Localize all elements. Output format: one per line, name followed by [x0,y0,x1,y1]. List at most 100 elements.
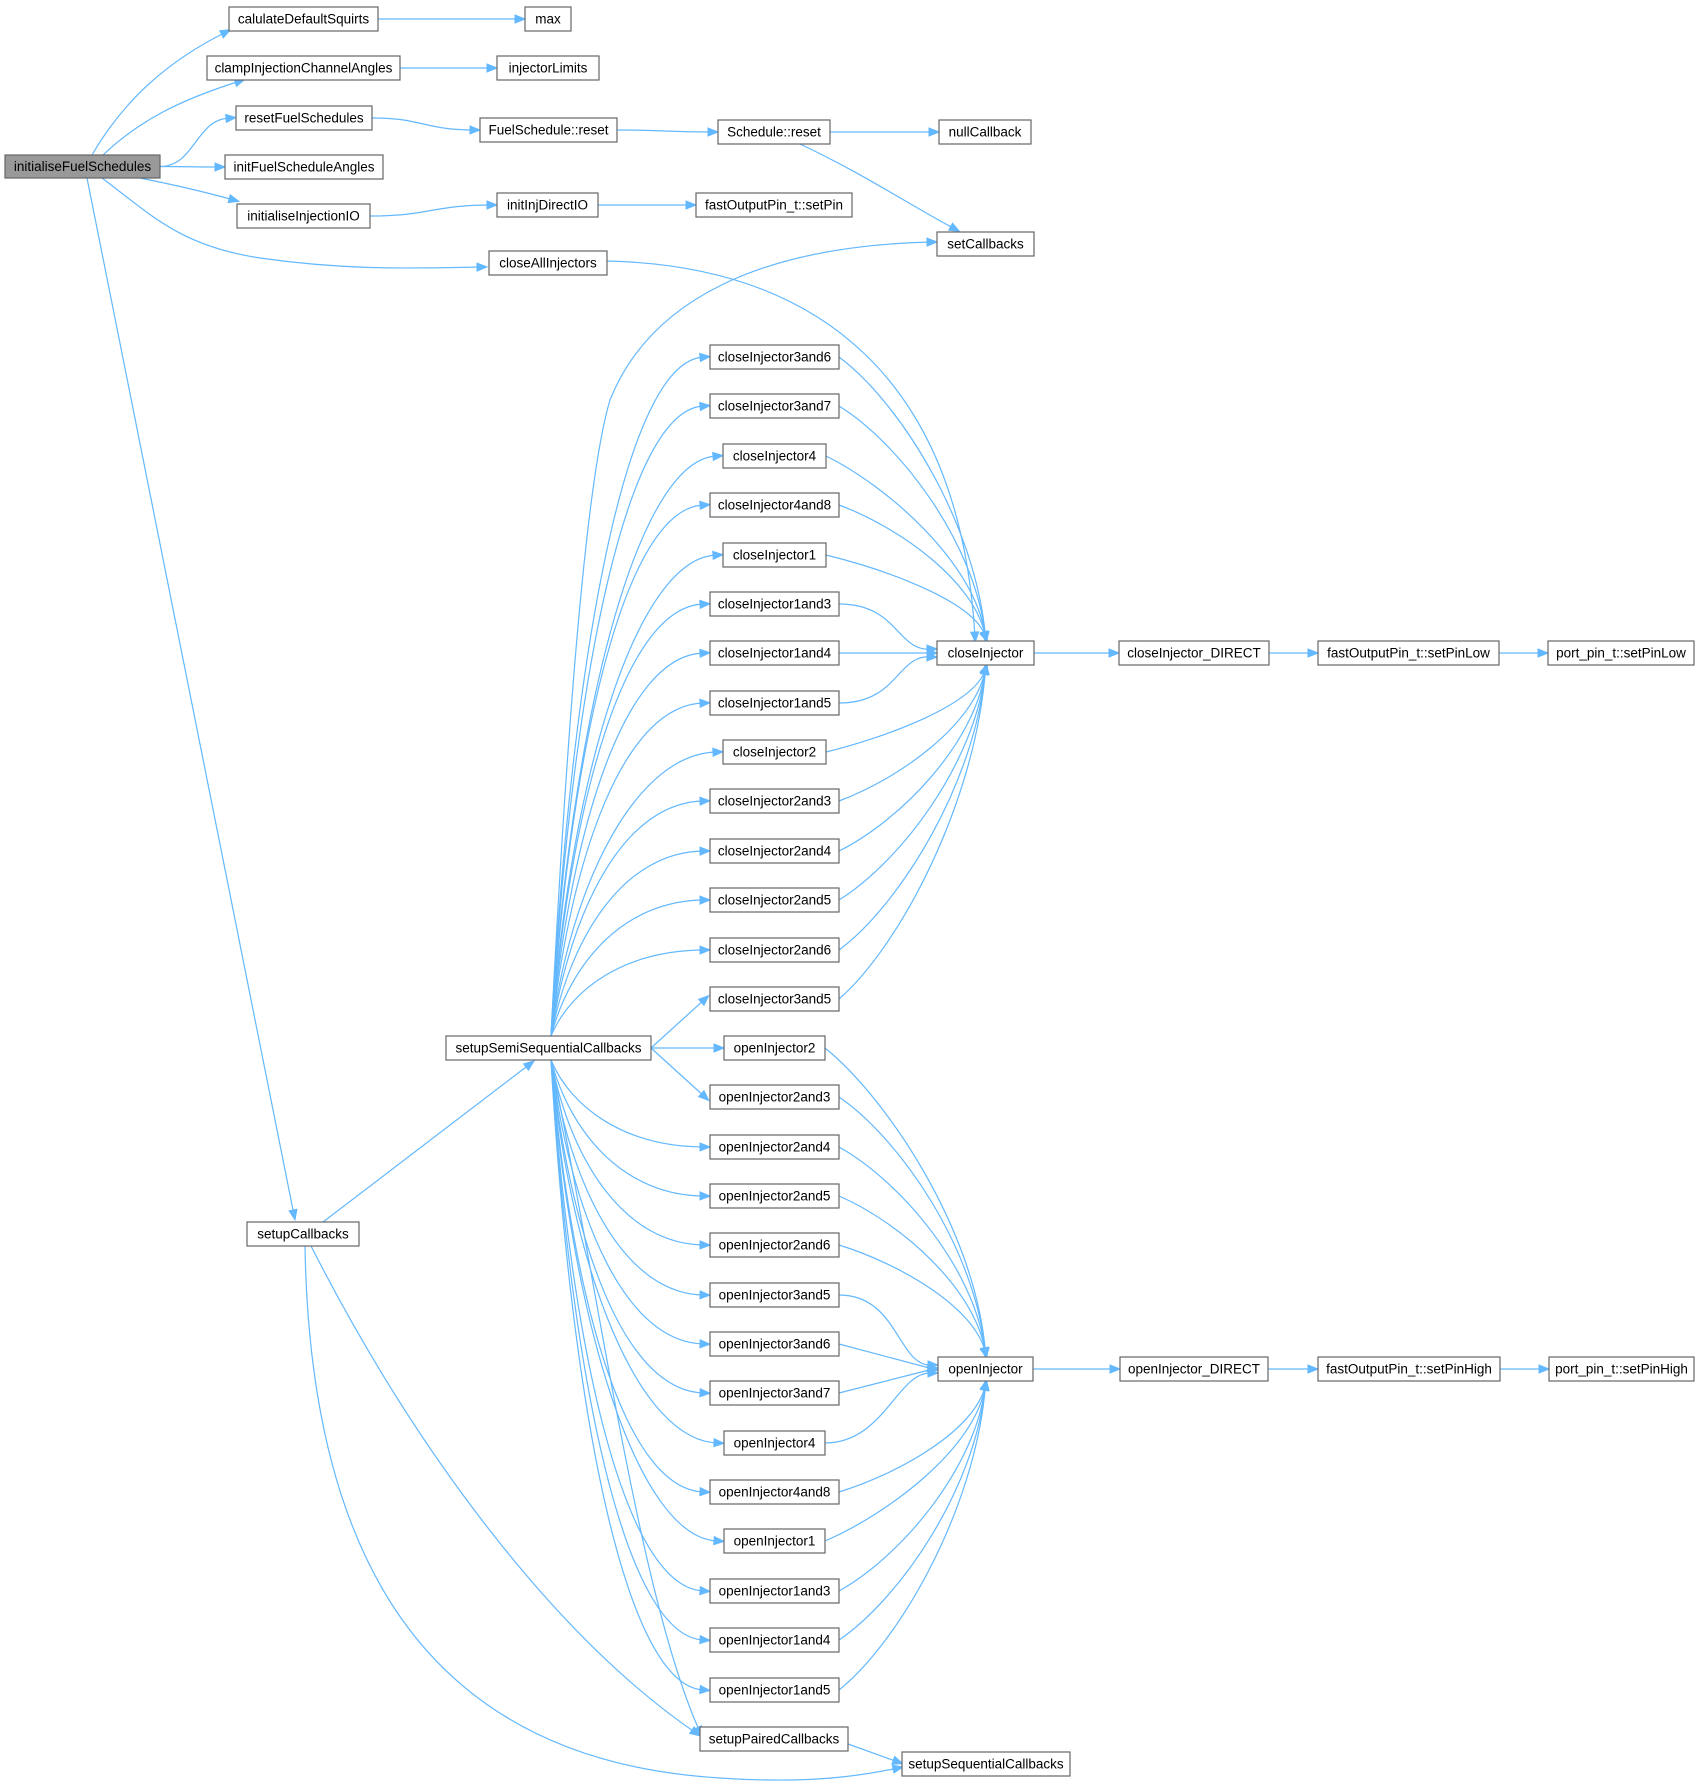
node-resetFuelSchedules[interactable]: resetFuelSchedules [235,105,373,131]
node-initFuelScheduleAngles[interactable]: initFuelScheduleAngles [224,154,384,180]
node-box[interactable] [479,117,618,143]
node-box[interactable] [224,154,384,180]
node-box[interactable] [722,739,827,765]
node-box[interactable] [1118,640,1270,666]
node-closeInjector4[interactable]: closeInjector4 [722,443,827,469]
node-openInjector1and4[interactable]: openInjector1and4 [709,1627,840,1653]
node-openInjector3and5[interactable]: openInjector3and5 [709,1282,840,1308]
node-closeInjector2and3[interactable]: closeInjector2and3 [709,788,840,814]
node-box[interactable] [709,838,840,864]
node-box[interactable] [709,788,840,814]
node-openInjector1[interactable]: openInjector1 [723,1528,826,1554]
node-box[interactable] [445,1035,652,1061]
node-port_pin_setPinLow[interactable]: port_pin_t::setPinLow [1547,640,1695,666]
node-box[interactable] [722,443,827,469]
node-box[interactable] [246,1221,360,1247]
node-box[interactable] [722,542,827,568]
node-box[interactable] [699,1726,849,1752]
node-setupSemiSequentialCallbacks[interactable]: setupSemiSequentialCallbacks [445,1035,652,1061]
node-box[interactable] [709,1627,840,1653]
node-box[interactable] [937,1356,1034,1382]
node-port_pin_setPinHigh[interactable]: port_pin_t::setPinHigh [1548,1356,1695,1382]
node-openInjector3and7[interactable]: openInjector3and7 [709,1380,840,1406]
node-box[interactable] [901,1751,1071,1777]
node-initialiseInjectionIO[interactable]: initialiseInjectionIO [236,203,371,229]
node-openInjector2and3[interactable]: openInjector2and3 [709,1084,840,1110]
node-closeInjector3and5[interactable]: closeInjector3and5 [709,986,840,1012]
node-Schedule_reset[interactable]: Schedule::reset [717,119,831,145]
node-setupCallbacks[interactable]: setupCallbacks [246,1221,360,1247]
node-box[interactable] [206,55,401,81]
node-box[interactable] [709,1331,840,1357]
node-openInjector2[interactable]: openInjector2 [723,1035,826,1061]
node-closeInjector_DIRECT[interactable]: closeInjector_DIRECT [1118,640,1270,666]
node-box[interactable] [723,1528,826,1554]
node-box[interactable] [4,154,161,179]
node-closeInjector1and5[interactable]: closeInjector1and5 [709,690,840,716]
node-box[interactable] [709,937,840,963]
node-box[interactable] [709,591,840,617]
node-nullCallback[interactable]: nullCallback [938,119,1032,145]
node-openInjector2and4[interactable]: openInjector2and4 [709,1134,840,1160]
node-fastOutputPin_setPinLow[interactable]: fastOutputPin_t::setPinLow [1317,640,1500,666]
node-box[interactable] [709,1084,840,1110]
node-box[interactable] [723,1035,826,1061]
node-closeInjector2[interactable]: closeInjector2 [722,739,827,765]
node-box[interactable] [1317,640,1500,666]
node-FuelSchedule_reset[interactable]: FuelSchedule::reset [479,117,618,143]
node-fastOutputPin_setPin[interactable]: fastOutputPin_t::setPin [695,192,853,218]
node-openInjector2and5[interactable]: openInjector2and5 [709,1183,840,1209]
node-closeAllInjectors[interactable]: closeAllInjectors [488,250,608,276]
node-box[interactable] [488,250,608,276]
node-closeInjector1and3[interactable]: closeInjector1and3 [709,591,840,617]
node-setupSequentialCallbacks[interactable]: setupSequentialCallbacks [901,1751,1071,1777]
node-box[interactable] [709,986,840,1012]
node-max[interactable]: max [524,6,572,32]
node-initialiseFuelSchedules[interactable]: initialiseFuelSchedules [4,154,161,179]
node-openInjector_DIRECT[interactable]: openInjector_DIRECT [1119,1356,1269,1382]
node-box[interactable] [938,119,1032,145]
node-box[interactable] [709,1380,840,1406]
node-closeInjector1and4[interactable]: closeInjector1and4 [709,640,840,666]
node-openInjector1and5[interactable]: openInjector1and5 [709,1677,840,1703]
node-openInjector4[interactable]: openInjector4 [723,1430,826,1456]
node-box[interactable] [235,105,373,131]
node-box[interactable] [936,231,1035,257]
node-box[interactable] [236,203,371,229]
node-box[interactable] [228,6,379,32]
node-box[interactable] [709,1677,840,1703]
node-box[interactable] [709,690,840,716]
node-box[interactable] [1317,1356,1501,1382]
node-box[interactable] [496,55,600,81]
node-box[interactable] [709,1282,840,1308]
node-openInjector4and8[interactable]: openInjector4and8 [709,1479,840,1505]
node-closeInjector1[interactable]: closeInjector1 [722,542,827,568]
node-initInjDirectIO[interactable]: initInjDirectIO [496,192,599,218]
node-box[interactable] [709,393,840,419]
node-box[interactable] [709,640,840,666]
node-closeInjector[interactable]: closeInjector [936,640,1035,666]
node-closeInjector2and6[interactable]: closeInjector2and6 [709,937,840,963]
node-box[interactable] [709,1232,840,1258]
node-closeInjector3and6[interactable]: closeInjector3and6 [709,344,840,370]
node-closeInjector4and8[interactable]: closeInjector4and8 [709,492,840,518]
node-openInjector[interactable]: openInjector [937,1356,1034,1382]
node-box[interactable] [709,1134,840,1160]
node-box[interactable] [709,492,840,518]
node-openInjector3and6[interactable]: openInjector3and6 [709,1331,840,1357]
node-box[interactable] [709,344,840,370]
node-clampInjectionChannelAngles[interactable]: clampInjectionChannelAngles [206,55,401,81]
node-injectorLimits[interactable]: injectorLimits [496,55,600,81]
node-box[interactable] [1119,1356,1269,1382]
node-box[interactable] [709,1578,840,1604]
node-box[interactable] [709,1479,840,1505]
node-box[interactable] [936,640,1035,666]
node-box[interactable] [1547,640,1695,666]
node-box[interactable] [496,192,599,218]
node-setupPairedCallbacks[interactable]: setupPairedCallbacks [699,1726,849,1752]
node-closeInjector3and7[interactable]: closeInjector3and7 [709,393,840,419]
node-box[interactable] [717,119,831,145]
node-calulateDefaultSquirts[interactable]: calulateDefaultSquirts [228,6,379,32]
node-openInjector1and3[interactable]: openInjector1and3 [709,1578,840,1604]
node-closeInjector2and4[interactable]: closeInjector2and4 [709,838,840,864]
